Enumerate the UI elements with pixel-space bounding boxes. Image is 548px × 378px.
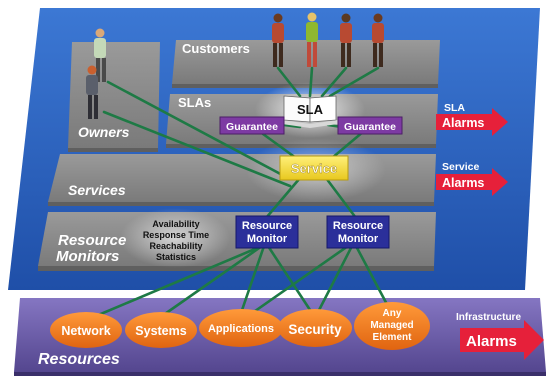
sla-book-icon <box>282 95 338 128</box>
customers-label: Customers <box>182 41 250 56</box>
sla-alarms-caption: SLA <box>444 102 465 114</box>
managed-element-line2: Managed <box>370 320 413 331</box>
service-alarms-label: Alarms <box>442 176 484 190</box>
resource-monitors-label-line1: Resource <box>58 232 126 249</box>
resource-monitor-box-1 <box>235 215 299 249</box>
metric-availability: Availability <box>152 219 199 229</box>
services-label: Services <box>68 182 126 198</box>
service-alarms-arrow-icon <box>436 168 508 196</box>
guarantee-label-left: Guarantee <box>226 121 278 133</box>
guarantee-box-right <box>337 116 403 135</box>
resource-applications-label: Applications <box>208 323 274 335</box>
resources-label: Resources <box>38 351 120 368</box>
guarantee-label-right: Guarantee <box>344 121 396 133</box>
resource-network-label: Network <box>61 324 110 338</box>
metric-reachability: Reachability <box>149 241 202 251</box>
sla-alarms-label: Alarms <box>442 116 484 130</box>
resource-monitor-box-2 <box>326 215 390 249</box>
infrastructure-alarms-label: Alarms <box>466 333 517 350</box>
managed-element-line3: Element <box>373 332 413 343</box>
resource-systems-label: Systems <box>135 324 186 338</box>
service-alarms-caption: Service <box>442 161 480 173</box>
sla-alarms-arrow-icon <box>436 108 508 136</box>
slas-label: SLAs <box>178 95 211 110</box>
metrics-glow <box>120 208 230 268</box>
resource-monitor-1-line1: Resource <box>242 220 292 232</box>
managed-element-line1: Any <box>383 308 402 319</box>
service-label: Service <box>291 161 337 176</box>
sla-book-label: SLA <box>297 102 324 117</box>
resource-monitor-1-line2: Monitor <box>247 233 288 245</box>
owners-label: Owners <box>78 124 130 140</box>
infrastructure-alarms-arrow-icon <box>460 320 544 360</box>
connection-lines <box>94 66 392 318</box>
resource-oval-systems <box>125 312 197 348</box>
metric-statistics: Statistics <box>156 252 196 262</box>
metric-response-time: Response Time <box>143 230 209 240</box>
resource-oval-managed-element <box>354 302 430 350</box>
resource-monitor-2-line1: Resource <box>333 220 383 232</box>
owners-people-icon <box>86 28 106 119</box>
guarantee-box-left <box>219 116 285 135</box>
infrastructure-alarms-caption: Infrastructure <box>456 312 521 323</box>
resource-oval-network <box>50 312 122 348</box>
resource-security-label: Security <box>288 322 342 337</box>
service-box <box>279 155 349 181</box>
resource-monitor-2-line2: Monitor <box>338 233 379 245</box>
resource-oval-security <box>278 309 352 347</box>
customers-people-icon <box>272 12 384 67</box>
resource-oval-applications <box>199 309 283 347</box>
resource-monitors-label-line2: Monitors <box>56 248 119 265</box>
